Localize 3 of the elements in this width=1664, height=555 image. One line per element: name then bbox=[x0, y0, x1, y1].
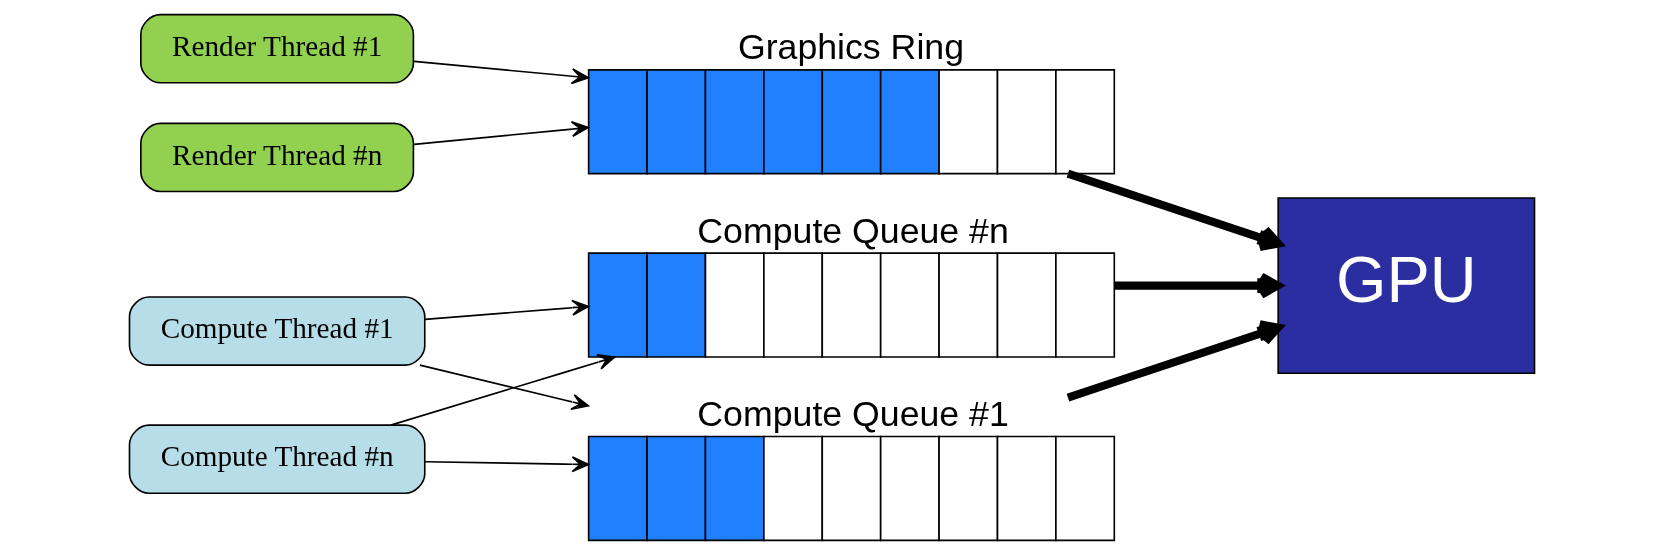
node-label: Compute Queue #1 bbox=[697, 394, 1009, 435]
node-label: Compute Queue #n bbox=[697, 210, 1009, 251]
node-label: Graphics Ring bbox=[737, 27, 965, 68]
